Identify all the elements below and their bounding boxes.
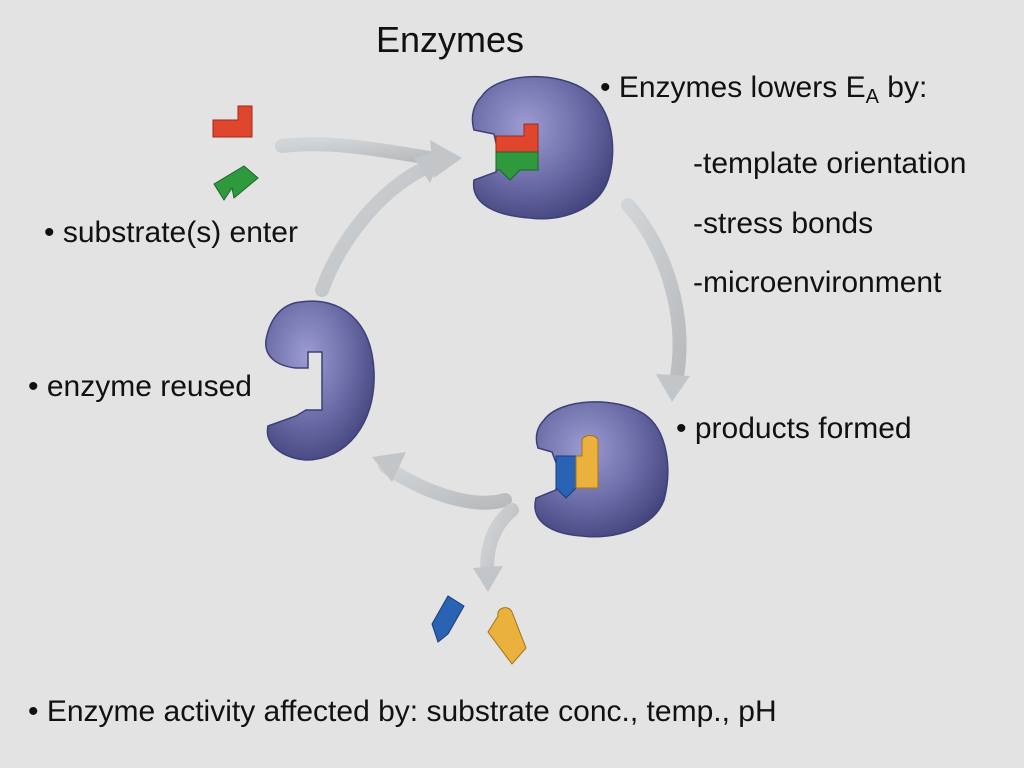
lowers-prefix: • Enzymes lowers E bbox=[600, 71, 866, 104]
red-substrate bbox=[212, 105, 253, 138]
step-products-formed: • products formed bbox=[676, 412, 912, 445]
enzyme-reused bbox=[265, 300, 375, 461]
arrowhead-binding-to-products bbox=[656, 374, 690, 402]
lowers-heading: • Enzymes lowers EA by: bbox=[600, 71, 928, 108]
free-substrates bbox=[212, 105, 259, 201]
arrow-substrate-entry bbox=[275, 137, 437, 165]
free-enzyme bbox=[265, 300, 375, 461]
bound-blue-product bbox=[555, 455, 577, 499]
arrowhead-product-release bbox=[473, 566, 503, 592]
footer-note: • Enzyme activity affected by: substrate… bbox=[28, 695, 777, 728]
arrow-binding-to-products bbox=[621, 198, 687, 389]
step-enzyme-reused: • enzyme reused bbox=[28, 370, 252, 403]
arrow-products-to-reuse bbox=[378, 459, 512, 510]
arrowhead-reuse-to-binding bbox=[414, 150, 445, 183]
cycle-arrowheads bbox=[372, 140, 690, 592]
green-substrate bbox=[213, 165, 259, 201]
arrowhead-products-to-reuse bbox=[372, 452, 406, 482]
blue-product bbox=[431, 595, 465, 643]
cycle-arrows bbox=[275, 137, 687, 585]
lowers-suffix: by: bbox=[878, 71, 928, 104]
arrow-reuse-to-binding bbox=[315, 161, 432, 297]
yellow-product bbox=[487, 607, 527, 665]
released-products bbox=[431, 595, 527, 665]
mechanism-template-orientation: -template orientation bbox=[693, 147, 967, 180]
enzyme-products bbox=[534, 401, 669, 538]
bound-yellow-product bbox=[575, 435, 599, 489]
mechanism-microenvironment: -microenvironment bbox=[693, 266, 942, 299]
lowers-subscript: A bbox=[865, 86, 879, 108]
arrowhead-substrate-entry bbox=[430, 140, 462, 178]
bound-green-substrate bbox=[495, 151, 539, 181]
enzyme-substrate-complex bbox=[471, 76, 614, 220]
enzyme-top bbox=[471, 76, 614, 220]
step-substrate-enter: • substrate(s) enter bbox=[44, 216, 298, 249]
mechanism-stress-bonds: -stress bonds bbox=[693, 207, 874, 240]
slide-title: Enzymes bbox=[376, 19, 525, 60]
enzyme-product-complex bbox=[534, 401, 669, 538]
